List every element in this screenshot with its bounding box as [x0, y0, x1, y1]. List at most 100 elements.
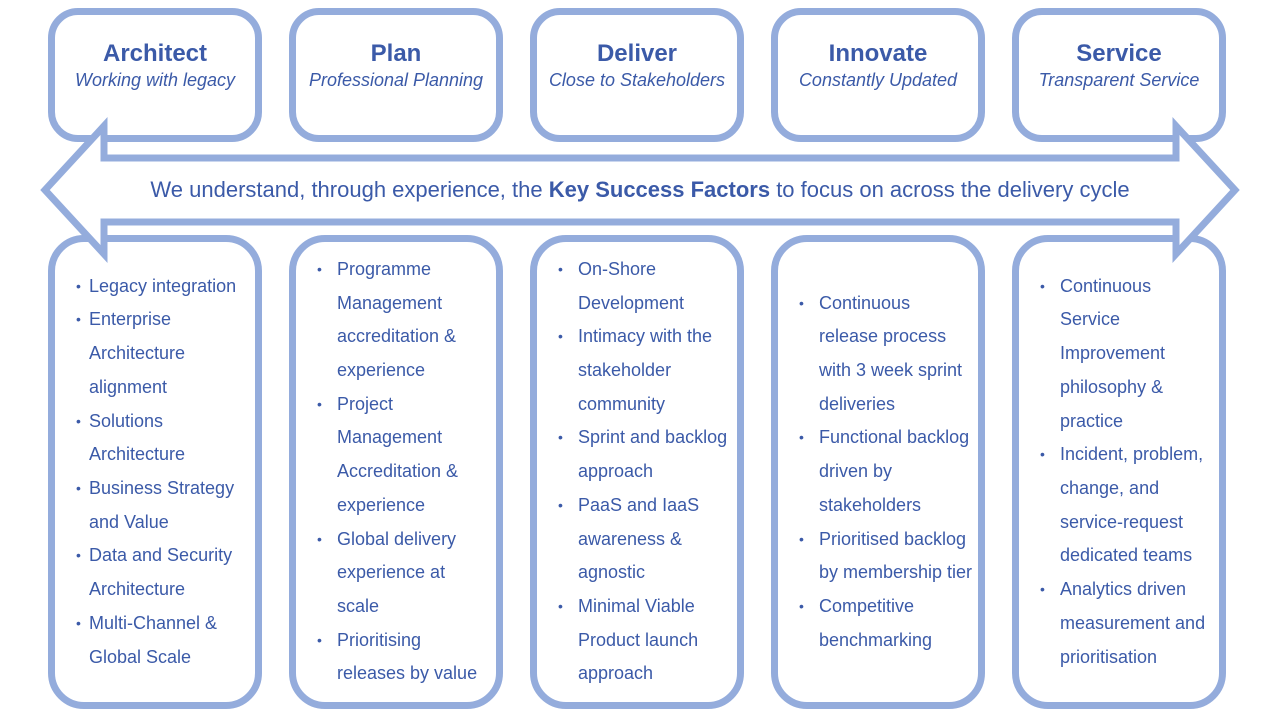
- banner-post: to focus on across the delivery cycle: [770, 177, 1130, 202]
- list-item-line: Global Scale: [89, 646, 192, 667]
- list-item-line: stakeholder: [578, 360, 672, 381]
- list-item-line: On-Shore: [578, 258, 657, 279]
- list-item-line: driven by: [819, 461, 893, 482]
- top-box-plan: Plan Professional Planning: [289, 8, 503, 142]
- list-item-line: Enterprise: [89, 309, 172, 330]
- list-item-line: Product launch: [578, 629, 699, 650]
- bullet-list: Legacy integrationEnterpriseArchitecture…: [55, 270, 255, 674]
- list-item-line: deliveries: [819, 393, 896, 414]
- list-item: Functional backlog driven by stakeholders: [799, 421, 978, 522]
- top-box-deliver: Deliver Close to Stakeholders: [530, 8, 744, 142]
- list-item-line: Legacy integration: [89, 275, 237, 296]
- list-item: Sprint and backlog approach: [558, 421, 737, 488]
- list-item-line: measurement and: [1060, 612, 1206, 633]
- banner-text: We understand, through experience, the K…: [60, 172, 1220, 208]
- list-item-line: Architecture: [89, 444, 186, 465]
- list-item-line: Incident, problem,: [1060, 444, 1204, 465]
- list-item-line: Architecture: [89, 343, 186, 364]
- list-item-line: Data and Security: [89, 545, 233, 566]
- list-item-line: Architecture: [89, 579, 186, 600]
- bottom-box-deliver: On-ShoreDevelopmentIntimacy with the stak…: [530, 235, 744, 709]
- bullet-list: Continuous release process with 3 week spr…: [778, 287, 978, 658]
- list-item-line: community: [578, 393, 666, 414]
- list-item-line: dedicated teams: [1060, 545, 1193, 566]
- list-item-line: agnostic: [578, 562, 646, 583]
- list-item-line: awareness &: [578, 528, 683, 549]
- bottom-box-architect: Legacy integrationEnterpriseArchitecture…: [48, 235, 262, 709]
- list-item-line: accreditation &: [337, 326, 457, 347]
- list-item-line: Sprint and backlog: [578, 427, 728, 448]
- list-item: PaaS and IaaS awareness & agnostic: [558, 489, 737, 590]
- top-box-service: Service Transparent Service: [1012, 8, 1226, 142]
- column-subtitle: Close to Stakeholders: [548, 70, 726, 90]
- list-item: Legacy integration: [76, 270, 255, 304]
- list-item-line: approach: [578, 663, 654, 684]
- column-title: Service: [1076, 40, 1162, 67]
- list-item-line: philosophy &: [1060, 376, 1164, 397]
- list-item-line: Solutions: [89, 410, 164, 431]
- list-item-line: Management: [337, 292, 443, 313]
- column-title: Architect: [102, 40, 208, 67]
- list-item-line: service-request: [1060, 511, 1184, 532]
- list-item-line: change, and: [1060, 478, 1160, 498]
- list-item-line: alignment: [89, 376, 168, 397]
- list-item-line: Prioritising: [337, 629, 422, 650]
- list-item-line: release process: [819, 326, 947, 347]
- list-item-line: prioritisation: [1060, 646, 1158, 667]
- column-title: Deliver: [596, 40, 678, 67]
- list-item-line: Management: [337, 427, 443, 448]
- top-box-architect: Architect Working with legacy: [48, 8, 262, 142]
- list-item-line: Improvement: [1060, 343, 1166, 364]
- list-item-line: stakeholders: [819, 494, 922, 515]
- column-subtitle: Professional Planning: [308, 70, 484, 90]
- list-item-line: practice: [1060, 410, 1124, 431]
- list-item-line: benchmarking: [819, 629, 933, 650]
- list-item-line: scale: [337, 595, 380, 616]
- list-item-line: Multi-Channel &: [89, 612, 218, 633]
- list-item-line: experience: [337, 360, 426, 381]
- bullet-list: On-ShoreDevelopmentIntimacy with the stak…: [537, 253, 737, 691]
- column-subtitle: Working with legacy: [74, 70, 236, 90]
- list-item-line: Service: [1060, 309, 1121, 330]
- banner-bold: Key Success Factors: [548, 177, 771, 202]
- list-item-line: and Value: [89, 511, 169, 532]
- list-item-line: PaaS and IaaS: [578, 494, 700, 515]
- list-item-line: Functional backlog: [819, 427, 970, 448]
- list-item: Continuous release process with 3 week spr…: [799, 287, 978, 422]
- list-item-line: experience at: [337, 562, 446, 583]
- list-item-line: Continuous: [819, 292, 911, 313]
- list-item-line: approach: [578, 461, 654, 482]
- list-item: Business Strategy and Value: [76, 472, 255, 539]
- list-item-line: Analytics driven: [1060, 579, 1187, 600]
- top-box-innovate: Innovate Constantly Updated: [771, 8, 985, 142]
- list-item: Multi-Channel & Global Scale: [76, 607, 255, 674]
- list-item-line: Development: [578, 292, 685, 313]
- list-item: Incident, problem, change, and service-req…: [1040, 438, 1219, 573]
- list-item-line: Business Strategy: [89, 478, 235, 498]
- list-item-line: Prioritised backlog: [819, 528, 967, 549]
- column-subtitle: Transparent Service: [1038, 70, 1200, 90]
- list-item-line: Minimal Viable: [578, 595, 695, 616]
- banner-pre: We understand, through experience, the: [150, 177, 549, 202]
- list-item: Competitive benchmarking: [799, 590, 978, 657]
- list-item-line: Intimacy with the: [578, 326, 713, 347]
- column-title: Plan: [370, 40, 422, 67]
- list-item-line: with 3 week sprint: [819, 360, 963, 381]
- list-item: Intimacy with the stakeholder community: [558, 320, 737, 421]
- list-item-line: Accreditation &: [337, 461, 459, 482]
- column-subtitle: Constantly Updated: [798, 70, 958, 90]
- list-item-line: Competitive: [819, 595, 915, 616]
